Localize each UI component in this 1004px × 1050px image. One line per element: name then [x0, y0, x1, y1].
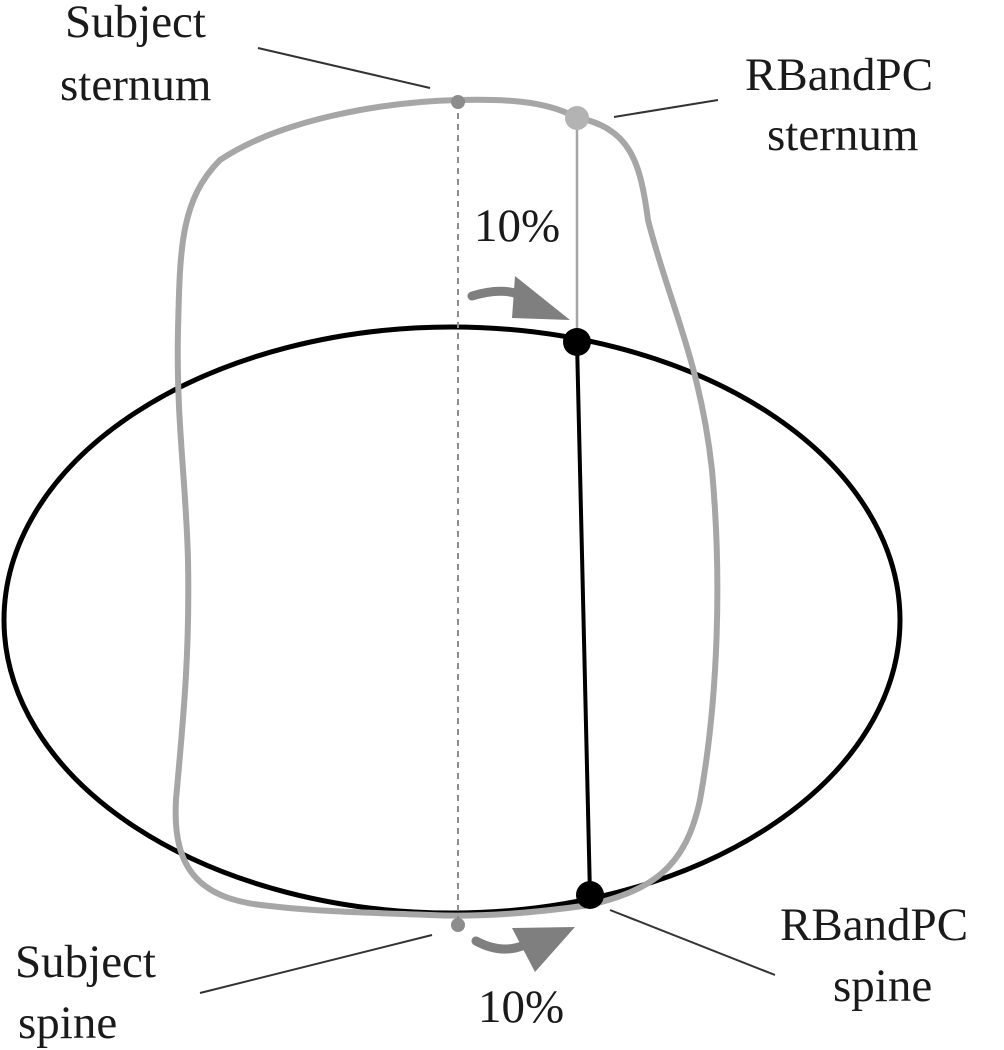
subject-sternum-point	[451, 95, 465, 109]
label-rbandpc-sternum: RBandPC sternum	[745, 49, 945, 161]
label-rbandpc-spine: RBandPC spine	[780, 899, 980, 1012]
leader-subject-spine	[199, 934, 433, 994]
rbandpc-sternum-point	[565, 106, 589, 130]
label-subject-spine: Subject spine	[15, 936, 168, 1049]
label-subject-sternum: Subject sternum	[60, 0, 218, 111]
rbandpc-axis	[575, 341, 592, 896]
leader-rbandpc-spine	[609, 909, 776, 976]
rotation-arrow-bottom	[471, 927, 575, 972]
rbandpc-top-point	[563, 328, 591, 356]
leader-rbandpc-sternum	[613, 99, 719, 118]
subject-spine-point	[451, 918, 465, 932]
leader-subject-sternum	[257, 47, 431, 89]
rotation-arrow-top	[467, 276, 570, 320]
label-rotation-top: 10%	[474, 200, 560, 252]
label-rotation-bottom: 10%	[478, 981, 564, 1033]
subject-outline	[172, 96, 721, 919]
rbandpc-ellipse	[1, 324, 903, 916]
rbandpc-spine-point	[576, 881, 604, 909]
